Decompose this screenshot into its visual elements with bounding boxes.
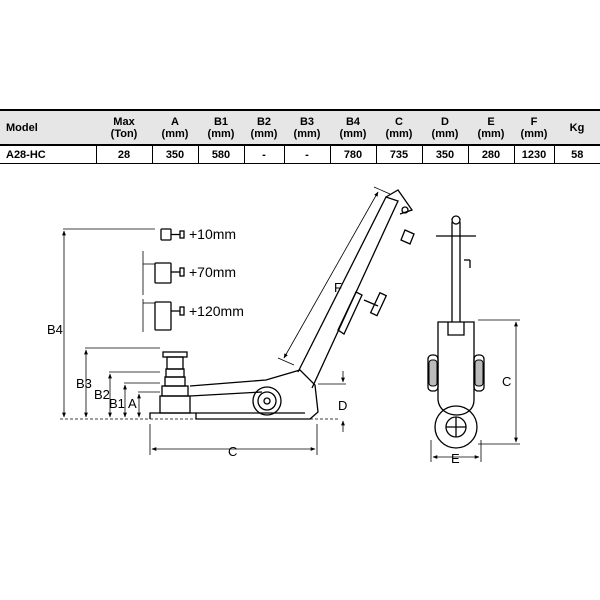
extension-large-icon (154, 301, 185, 331)
jack-front-view (427, 215, 485, 449)
extension-large-label: +120mm (189, 303, 244, 319)
dim-d-label: D (338, 398, 347, 413)
dim-b2-label: B2 (94, 387, 110, 402)
dim-e-label: E (451, 451, 460, 466)
col-b2: B2(mm) (244, 109, 284, 146)
cell-d: 350 (421, 145, 468, 164)
col-max: Max(Ton) (96, 109, 152, 146)
cell-f: 1230 (513, 145, 554, 164)
cell-b1: 580 (197, 145, 244, 164)
cell-b3: - (283, 145, 330, 164)
col-c: C(mm) (376, 109, 422, 146)
cell-b2: - (243, 145, 284, 164)
dim-b3-label: B3 (76, 376, 92, 391)
col-model: Model (0, 109, 96, 146)
spec-table: Model Max(Ton) A(mm) B1(mm) B2(mm) B3(mm… (0, 109, 600, 164)
dim-f-label: F (334, 280, 342, 295)
cell-max: 28 (95, 145, 152, 164)
table-row: A28-HC 28 350 580 - - 780 735 350 280 12… (0, 145, 600, 164)
dim-b4-label: B4 (47, 322, 63, 337)
col-kg: Kg (554, 109, 600, 146)
cell-e: 280 (467, 145, 514, 164)
col-b4: B4(mm) (330, 109, 376, 146)
col-b1: B1(mm) (198, 109, 244, 146)
cell-c: 735 (375, 145, 422, 164)
cell-a: 350 (151, 145, 198, 164)
extension-medium-icon (154, 262, 185, 284)
col-f: F(mm) (514, 109, 554, 146)
extension-small-icon (160, 228, 185, 241)
extension-medium-label: +70mm (189, 264, 236, 280)
col-b3: B3(mm) (284, 109, 330, 146)
dim-a-label: A (128, 396, 137, 411)
cell-kg: 58 (553, 145, 600, 164)
dim-c-front-label: C (502, 374, 511, 389)
col-a: A(mm) (152, 109, 198, 146)
col-d: D(mm) (422, 109, 468, 146)
dim-b1-label: B1 (109, 396, 125, 411)
table-header-row: Model Max(Ton) A(mm) B1(mm) B2(mm) B3(mm… (0, 109, 600, 146)
extension-small-label: +10mm (189, 226, 236, 242)
cell-model: A28-HC (0, 145, 96, 164)
dim-c-label: C (228, 444, 237, 459)
col-e: E(mm) (468, 109, 514, 146)
cell-b4: 780 (329, 145, 376, 164)
